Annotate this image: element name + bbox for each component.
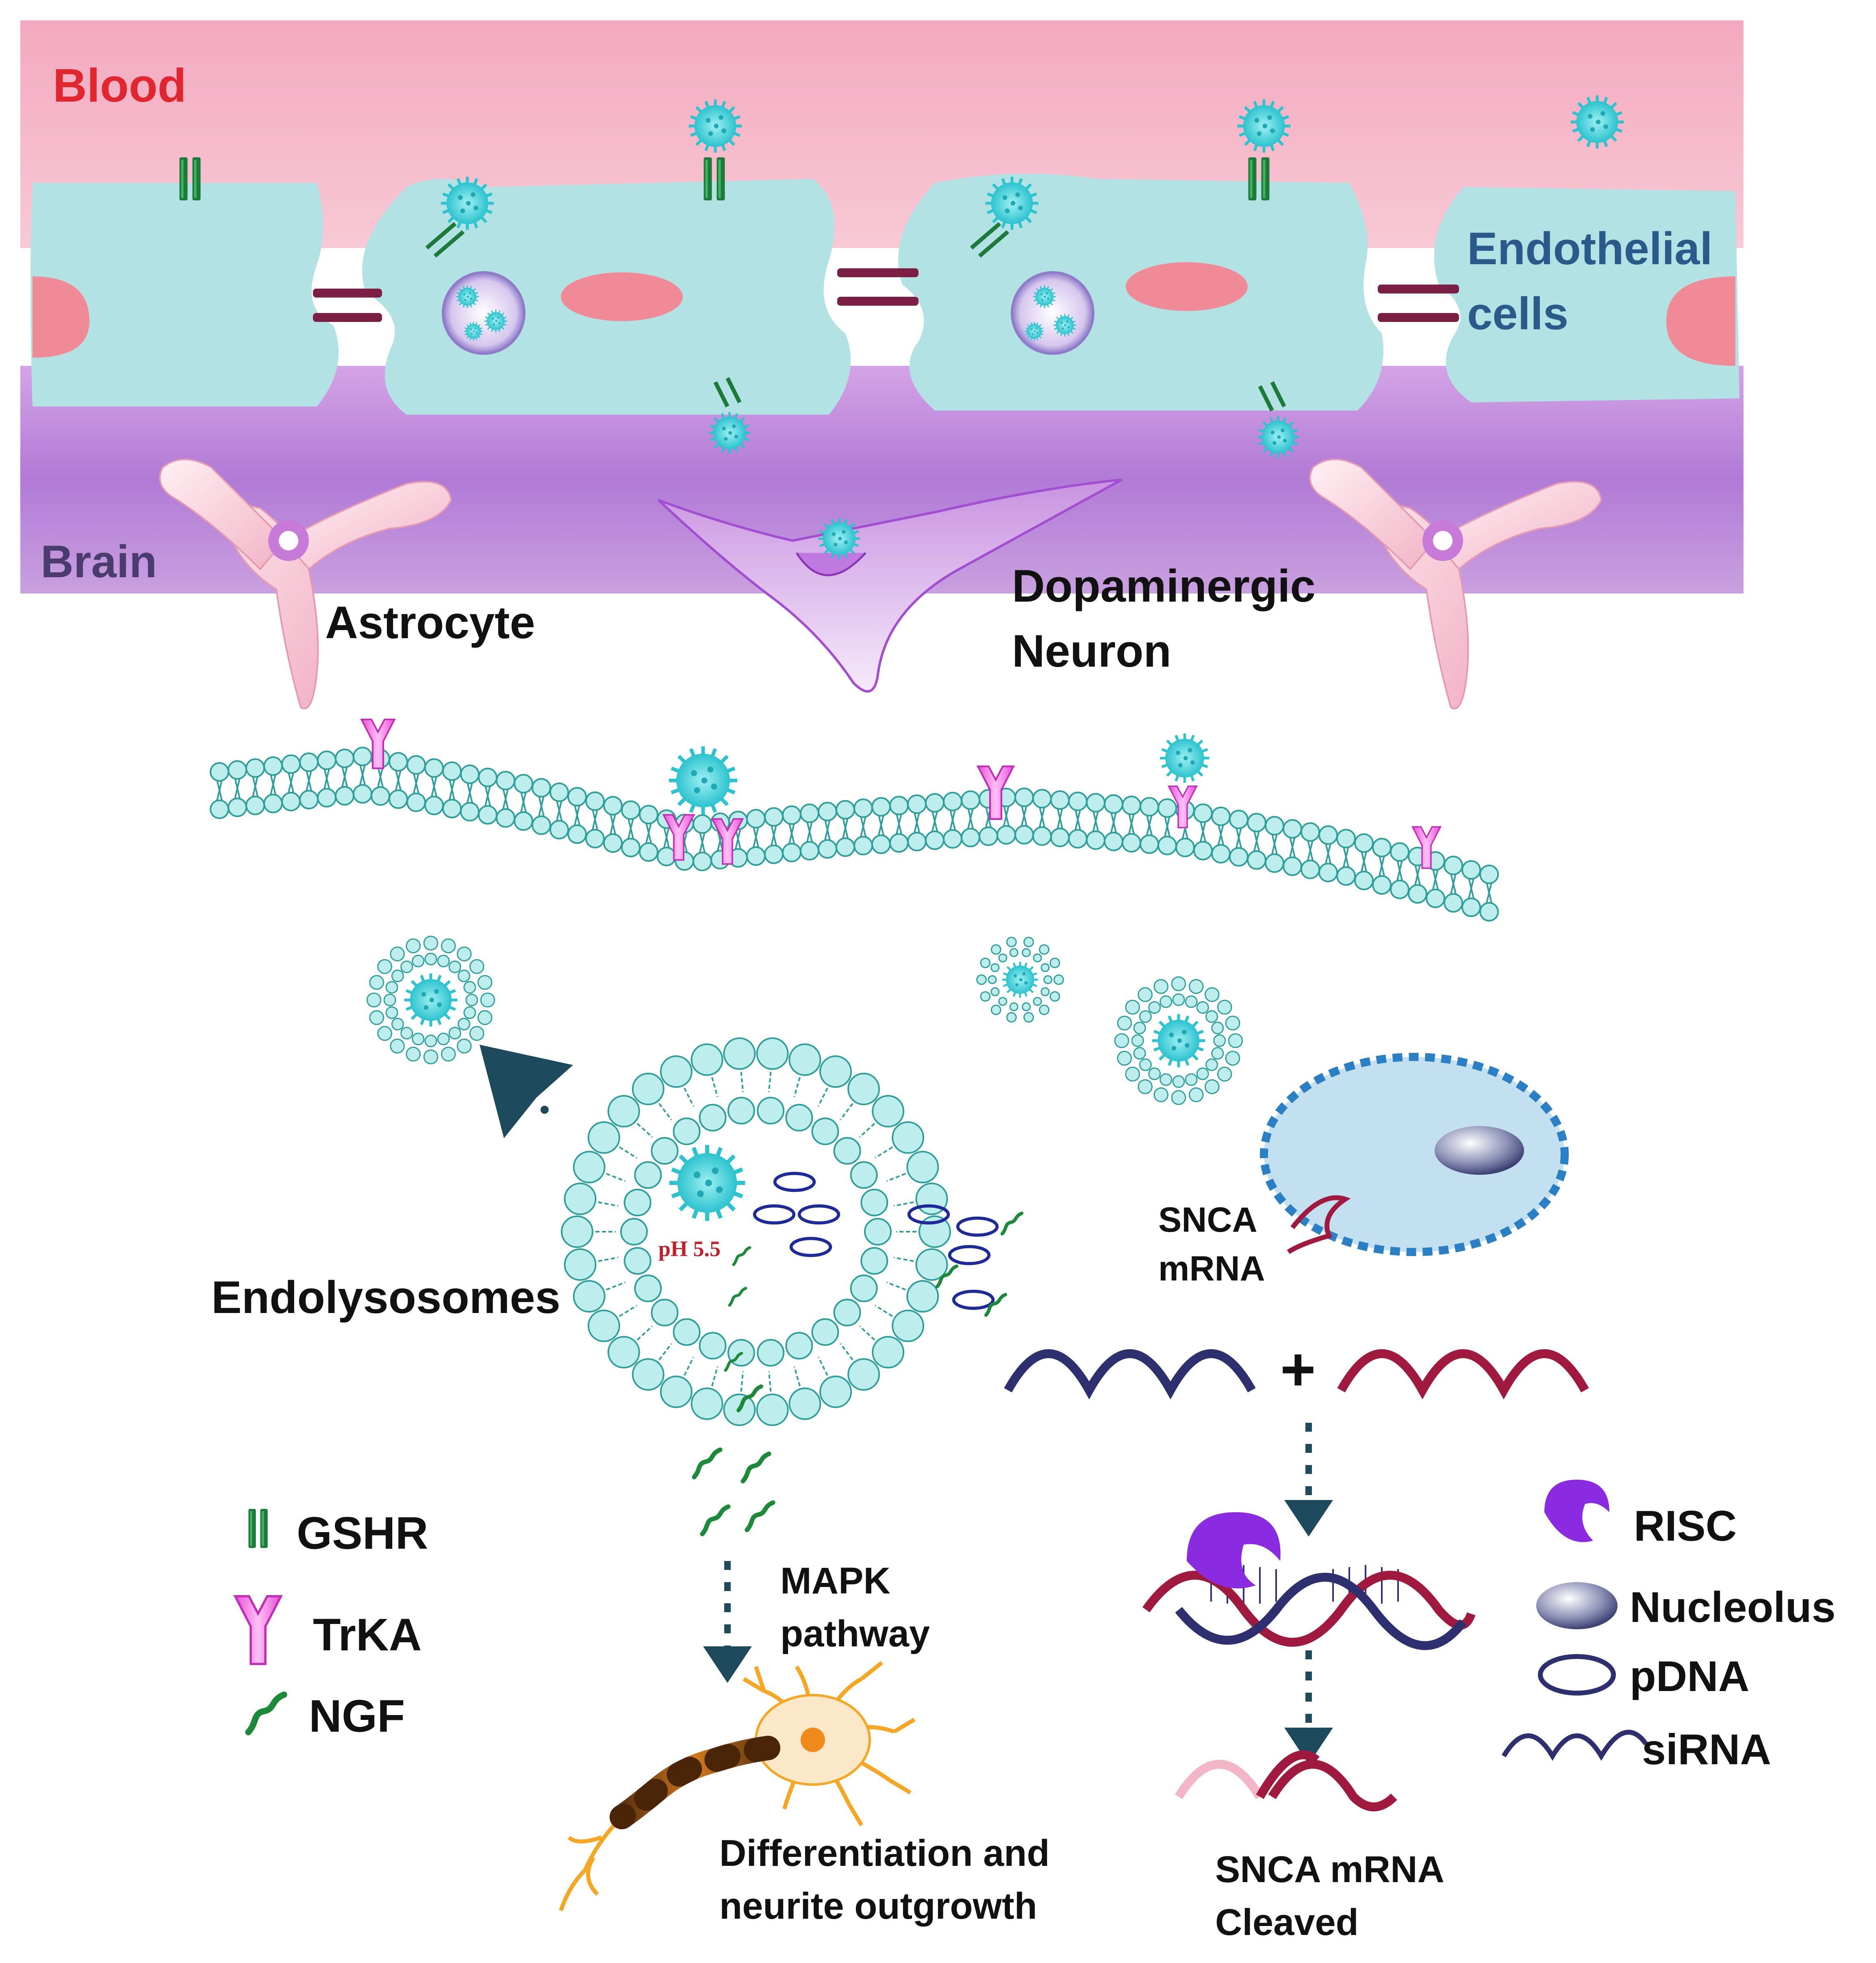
tight-junctions (313, 268, 1459, 322)
snca-label-1: SNCA (1158, 1200, 1257, 1239)
astrocyte-cell (159, 459, 452, 710)
cleaved-label-2: Cleaved (1215, 1902, 1359, 1943)
silencing-arrow (1284, 1423, 1333, 1537)
ph-label: pH 5.5 (658, 1237, 721, 1261)
endothelial-label-2: cells (1467, 288, 1568, 339)
ngf-icon (248, 1695, 284, 1732)
release-arrow-icon (480, 1045, 573, 1138)
plus-sign: + (1280, 1335, 1316, 1403)
endolysosomes-label: Endolysosomes (211, 1272, 560, 1323)
dopaminergic-label-2: Neuron (1012, 626, 1171, 676)
legend-sirna-label: siRNA (1642, 1726, 1771, 1774)
endothelial-label-1: Endothelial (1467, 223, 1713, 274)
risc-icon (1544, 1480, 1609, 1542)
blood-label: Blood (53, 59, 187, 112)
legend-nucleolus-label: Nucleolus (1630, 1583, 1836, 1631)
sirna-icon (1501, 1730, 1648, 1761)
differentiation-label-2: neurite outgrowth (719, 1885, 1037, 1927)
nucleolus-icon (1435, 1126, 1524, 1175)
dopaminergic-neuron (657, 478, 1123, 693)
cell-nucleus (1260, 1053, 1569, 1256)
lipid-bilayer (210, 746, 1499, 922)
nanoparticle-icon (1160, 733, 1209, 783)
brain-label: Brain (41, 536, 157, 587)
nanoparticle-icon (1257, 416, 1299, 458)
nanoparticle-icon (689, 100, 742, 153)
legend-trka-label: TrKA (313, 1609, 422, 1660)
differentiation-label-1: Differentiation and (719, 1833, 1050, 1874)
pdna-icon (1538, 1654, 1616, 1696)
cleaved-label-1: SNCA mRNA (1215, 1849, 1444, 1890)
nanoparticle-icon (669, 746, 737, 815)
nanoparticle-icon (709, 412, 751, 454)
snca-mrna-strand (1337, 1349, 1589, 1400)
gshr-receptor-icon (248, 1509, 268, 1548)
liposomes (366, 935, 1243, 1105)
nanoparticle-icon (986, 177, 1039, 230)
nanoparticle-icon (441, 177, 494, 230)
mapk-label-2: pathway (780, 1613, 930, 1654)
bbb-panel (20, 20, 1744, 710)
snca-label-2: mRNA (1158, 1249, 1265, 1288)
differentiating-neuron (559, 1661, 916, 1911)
endothelial-cells (30, 174, 1739, 415)
sirna-strand (1004, 1349, 1256, 1400)
mapk-arrow (703, 1561, 752, 1683)
risc-duplex (1142, 1512, 1476, 1650)
nanoparticle-icon (1571, 96, 1624, 149)
dopaminergic-label-1: Dopaminergic (1012, 561, 1316, 611)
astrocyte-cell (1309, 459, 1602, 710)
legend-pdna-label: pDNA (1630, 1652, 1749, 1700)
legend-risc-label: RISC (1634, 1502, 1737, 1550)
cleavage-arrow (1284, 1650, 1333, 1764)
trka-receptor-icon (235, 1596, 281, 1664)
transcytosis-vesicle (442, 271, 525, 355)
risc-icon (1187, 1512, 1281, 1589)
nucleolus-icon (1536, 1582, 1618, 1629)
legend-gshr-label: GSHR (297, 1508, 428, 1559)
bound-receptors (425, 222, 1286, 412)
endothelial-nuclei (33, 262, 1735, 366)
nanoparticle-icon (1238, 100, 1291, 153)
cleaved-mrna (1175, 1750, 1397, 1811)
transcytosis-vesicle (1011, 271, 1094, 355)
endolysosome (561, 1037, 951, 1426)
legend-ngf-label: NGF (309, 1691, 405, 1741)
astrocyte-label: Astrocyte (325, 597, 535, 648)
mapk-label-1: MAPK (780, 1560, 890, 1602)
